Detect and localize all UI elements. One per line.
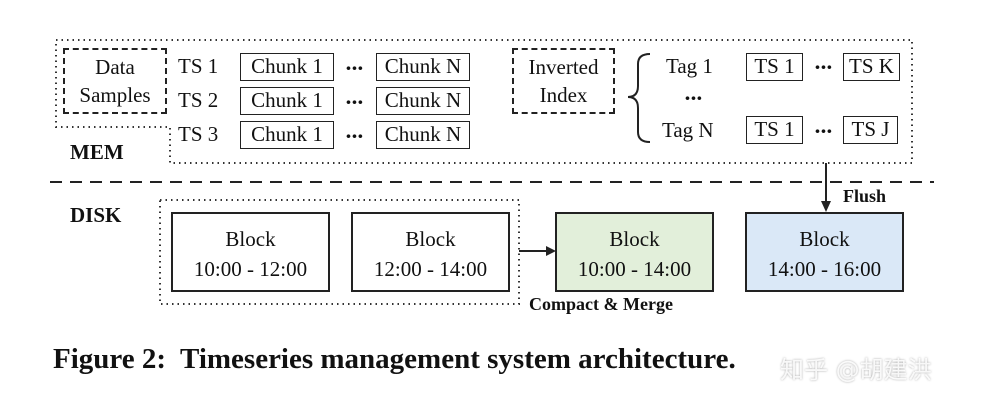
disk-block-compacted: Block 10:00 - 14:00	[555, 212, 714, 292]
disk-block-compacted-title: Block	[609, 227, 660, 251]
chunk-ellipsis-1: ···	[345, 56, 364, 80]
chunk-ellipsis-2: ···	[345, 90, 364, 114]
tag-brace	[627, 53, 651, 143]
tag-label-1: Tag 1	[666, 54, 713, 78]
watermark: 知乎 @胡建洪	[780, 356, 932, 384]
disk-block-1: Block 10:00 - 12:00	[171, 212, 330, 292]
tag-n-last-ts: TS J	[843, 116, 898, 144]
data-samples-line-2: Samples	[79, 83, 151, 107]
figure-caption: Figure 2: Timeseries management system a…	[53, 343, 736, 375]
data-samples-box: Data Samples	[63, 48, 167, 114]
flush-label: Flush	[843, 186, 887, 206]
ts-label-3: TS 3	[178, 122, 219, 146]
tag-1-ellipsis: ···	[814, 55, 833, 79]
inverted-index-line-1: Inverted	[528, 55, 599, 79]
disk-block-1-range: 10:00 - 12:00	[193, 257, 308, 281]
disk-block-compacted-range: 10:00 - 14:00	[577, 257, 692, 281]
compact-arrow-head	[546, 246, 556, 256]
inverted-index-line-2: Index	[539, 83, 588, 107]
tag-n-ellipsis: ···	[814, 119, 833, 143]
chunk-first-1: Chunk 1	[240, 53, 334, 81]
compact-merge-label: Compact & Merge	[529, 294, 673, 314]
chunk-last-1: Chunk N	[376, 53, 470, 81]
tag-1-last-ts: TS K	[843, 53, 900, 81]
tag-middle-ellipsis: ···	[684, 86, 703, 110]
chunk-last-3: Chunk N	[376, 121, 470, 149]
ts-label-1: TS 1	[178, 54, 219, 78]
ts-label-2: TS 2	[178, 88, 219, 112]
disk-block-2-range: 12:00 - 14:00	[373, 257, 488, 281]
flush-arrow-head	[821, 201, 831, 212]
chunk-last-2: Chunk N	[376, 87, 470, 115]
disk-block-flushed-range: 14:00 - 16:00	[767, 257, 882, 281]
tag-1-first-ts: TS 1	[746, 53, 803, 81]
disk-block-flushed: Block 14:00 - 16:00	[745, 212, 904, 292]
chunk-first-2: Chunk 1	[240, 87, 334, 115]
disk-block-2-title: Block	[405, 227, 456, 251]
disk-block-flushed-title: Block	[799, 227, 850, 251]
disk-block-1-title: Block	[225, 227, 276, 251]
mem-label: MEM	[70, 140, 124, 164]
tag-n-first-ts: TS 1	[746, 116, 803, 144]
chunk-ellipsis-3: ···	[345, 124, 364, 148]
disk-block-2: Block 12:00 - 14:00	[351, 212, 510, 292]
chunk-first-3: Chunk 1	[240, 121, 334, 149]
inverted-index-box: Inverted Index	[512, 48, 615, 114]
disk-label: DISK	[70, 203, 122, 227]
data-samples-line-1: Data	[95, 55, 135, 79]
tag-label-n: Tag N	[662, 118, 714, 142]
